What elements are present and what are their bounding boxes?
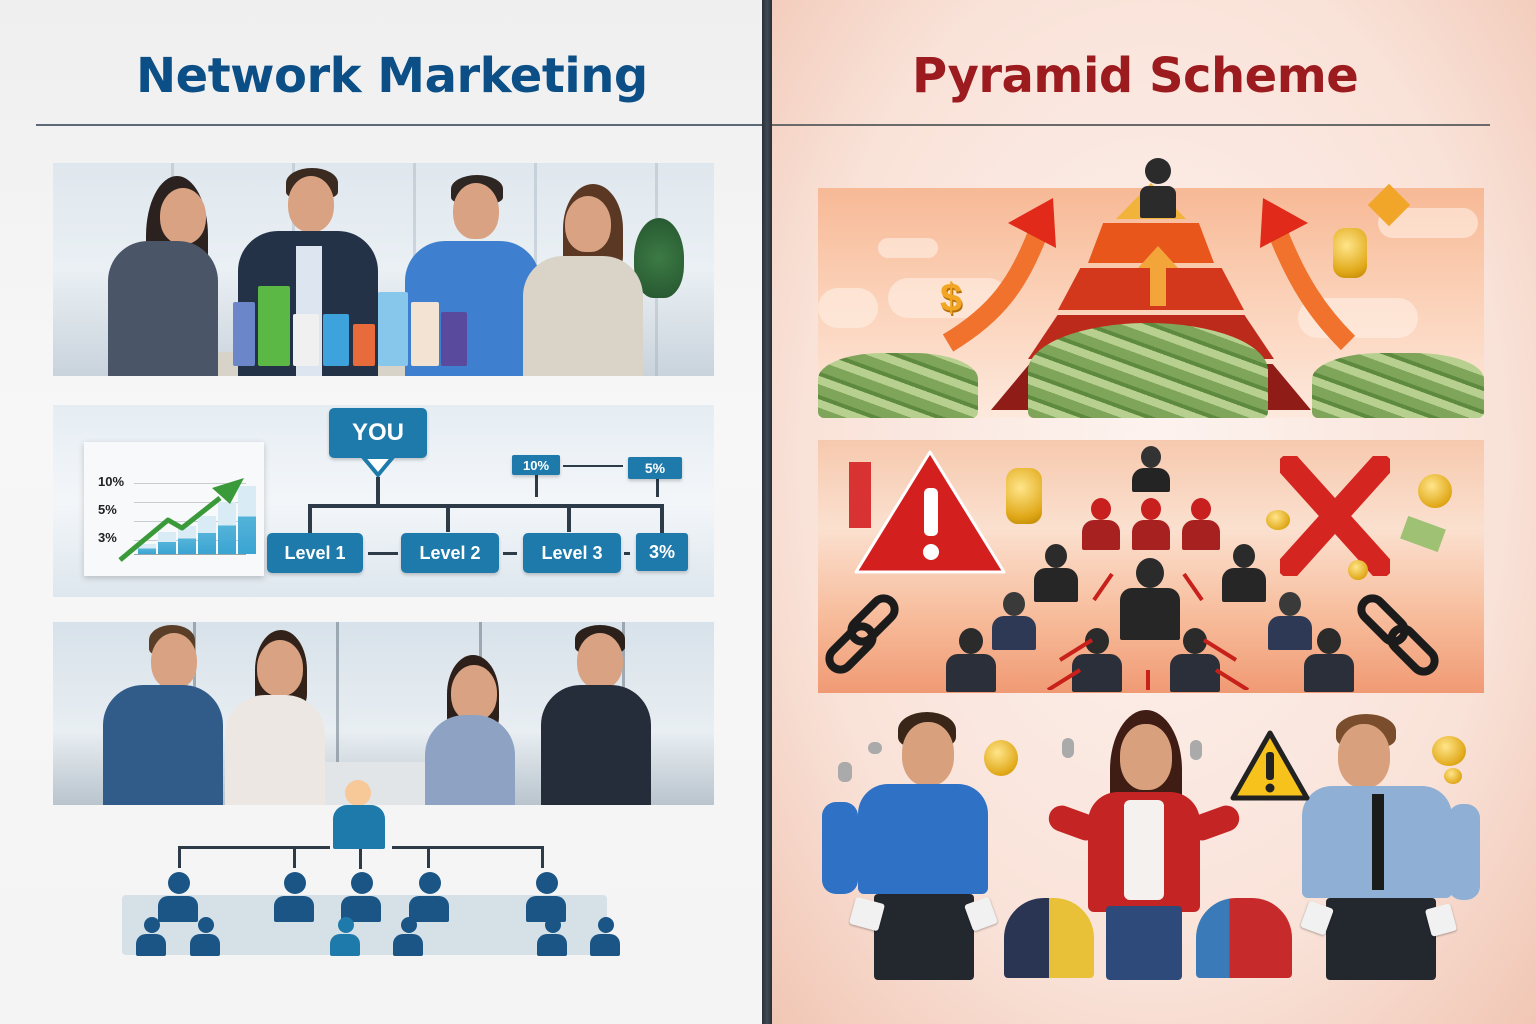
center-divider <box>762 0 772 1024</box>
person-woman-right <box>523 176 643 376</box>
network-marketing-title: Network Marketing <box>136 48 648 104</box>
person-man-denim <box>103 625 223 805</box>
product-box <box>353 324 375 366</box>
level-3-box: Level 3 <box>523 533 621 573</box>
growth-chart: 10% 5% 3% <box>84 442 264 576</box>
coin-icon <box>1444 768 1462 784</box>
top-person-icon <box>333 805 385 849</box>
coin-stack-icon <box>984 740 1018 776</box>
product-box <box>293 314 319 366</box>
cash-icon <box>1400 515 1446 553</box>
product-box <box>233 302 255 366</box>
coin-icon <box>1418 474 1452 508</box>
coin-icon <box>1266 510 1290 530</box>
level-2-box: Level 2 <box>401 533 499 573</box>
coin-icon <box>1348 560 1368 580</box>
falling-coin-icon <box>1062 738 1074 758</box>
product-box <box>258 286 290 366</box>
you-box: YOU <box>329 408 427 458</box>
chart-y-label: 3% <box>98 530 117 545</box>
children-group-right <box>1196 898 1292 978</box>
commission-5-box: 5% <box>628 457 682 479</box>
product-box <box>378 292 408 366</box>
financial-loss-photo <box>812 700 1490 980</box>
title-rule <box>36 124 763 126</box>
up-arrow-icon <box>1138 246 1178 306</box>
red-x-icon <box>1280 456 1390 576</box>
money-pile-icon <box>1028 323 1268 418</box>
compensation-diagram: 10% 5% 3% YOU 10% 5% Level 1 Level 2 Lev… <box>53 405 714 597</box>
red-flag-icon <box>849 462 871 528</box>
rising-arrow-icon <box>942 198 1056 352</box>
plant-icon <box>634 218 684 298</box>
person-woman-red-jacket <box>1045 710 1243 980</box>
chart-y-label: 5% <box>98 502 117 517</box>
meeting-photo <box>53 163 714 376</box>
money-pile-icon <box>818 353 978 418</box>
dollar-sign-icon: $ <box>940 276 963 320</box>
downline-org-chart <box>100 780 660 965</box>
person-woman-white <box>225 630 325 805</box>
falling-coin-icon <box>838 762 852 782</box>
product-box <box>441 312 467 366</box>
coin-stack-icon <box>1333 228 1367 278</box>
trend-arrow-icon <box>118 478 244 562</box>
top-person-icon <box>1140 186 1176 218</box>
top-person-head-icon <box>1145 158 1171 184</box>
level-1-box: Level 1 <box>267 533 363 573</box>
falling-coin-icon <box>1190 740 1202 760</box>
person-woman-grey <box>425 655 515 805</box>
product-box <box>323 314 349 366</box>
recruitment-arrows-icon <box>1046 572 1250 690</box>
chart-y-label: 10% <box>98 474 125 489</box>
pyramid-scheme-title: Pyramid Scheme <box>912 48 1359 104</box>
commission-10-box: 10% <box>512 455 560 475</box>
handshake-photo <box>53 622 714 805</box>
children-group-left <box>1004 898 1094 978</box>
rising-arrow-icon <box>1260 198 1356 351</box>
person-man-empty-pockets <box>818 712 999 980</box>
person-man-tie-empty-pockets <box>1299 714 1482 980</box>
coin-stack-icon <box>1432 736 1466 766</box>
level-end-3-percent-box: 3% <box>636 533 688 571</box>
warning-triangle-icon <box>854 450 1006 574</box>
warning-sign-icon <box>1230 730 1310 801</box>
necktie <box>1372 794 1384 890</box>
person-man-dark-suit <box>541 625 651 805</box>
pyramid-money-illustration: $ <box>818 158 1484 418</box>
pointer-icon <box>361 457 395 479</box>
title-rule <box>772 124 1490 126</box>
product-box <box>411 302 439 366</box>
top-person-head-icon <box>345 780 371 806</box>
coin-stack-icon <box>1006 468 1042 524</box>
falling-coin-icon <box>868 742 882 754</box>
person-woman-left <box>108 176 218 376</box>
money-pile-icon <box>1312 353 1484 418</box>
recruitment-warning-illustration <box>818 440 1484 693</box>
